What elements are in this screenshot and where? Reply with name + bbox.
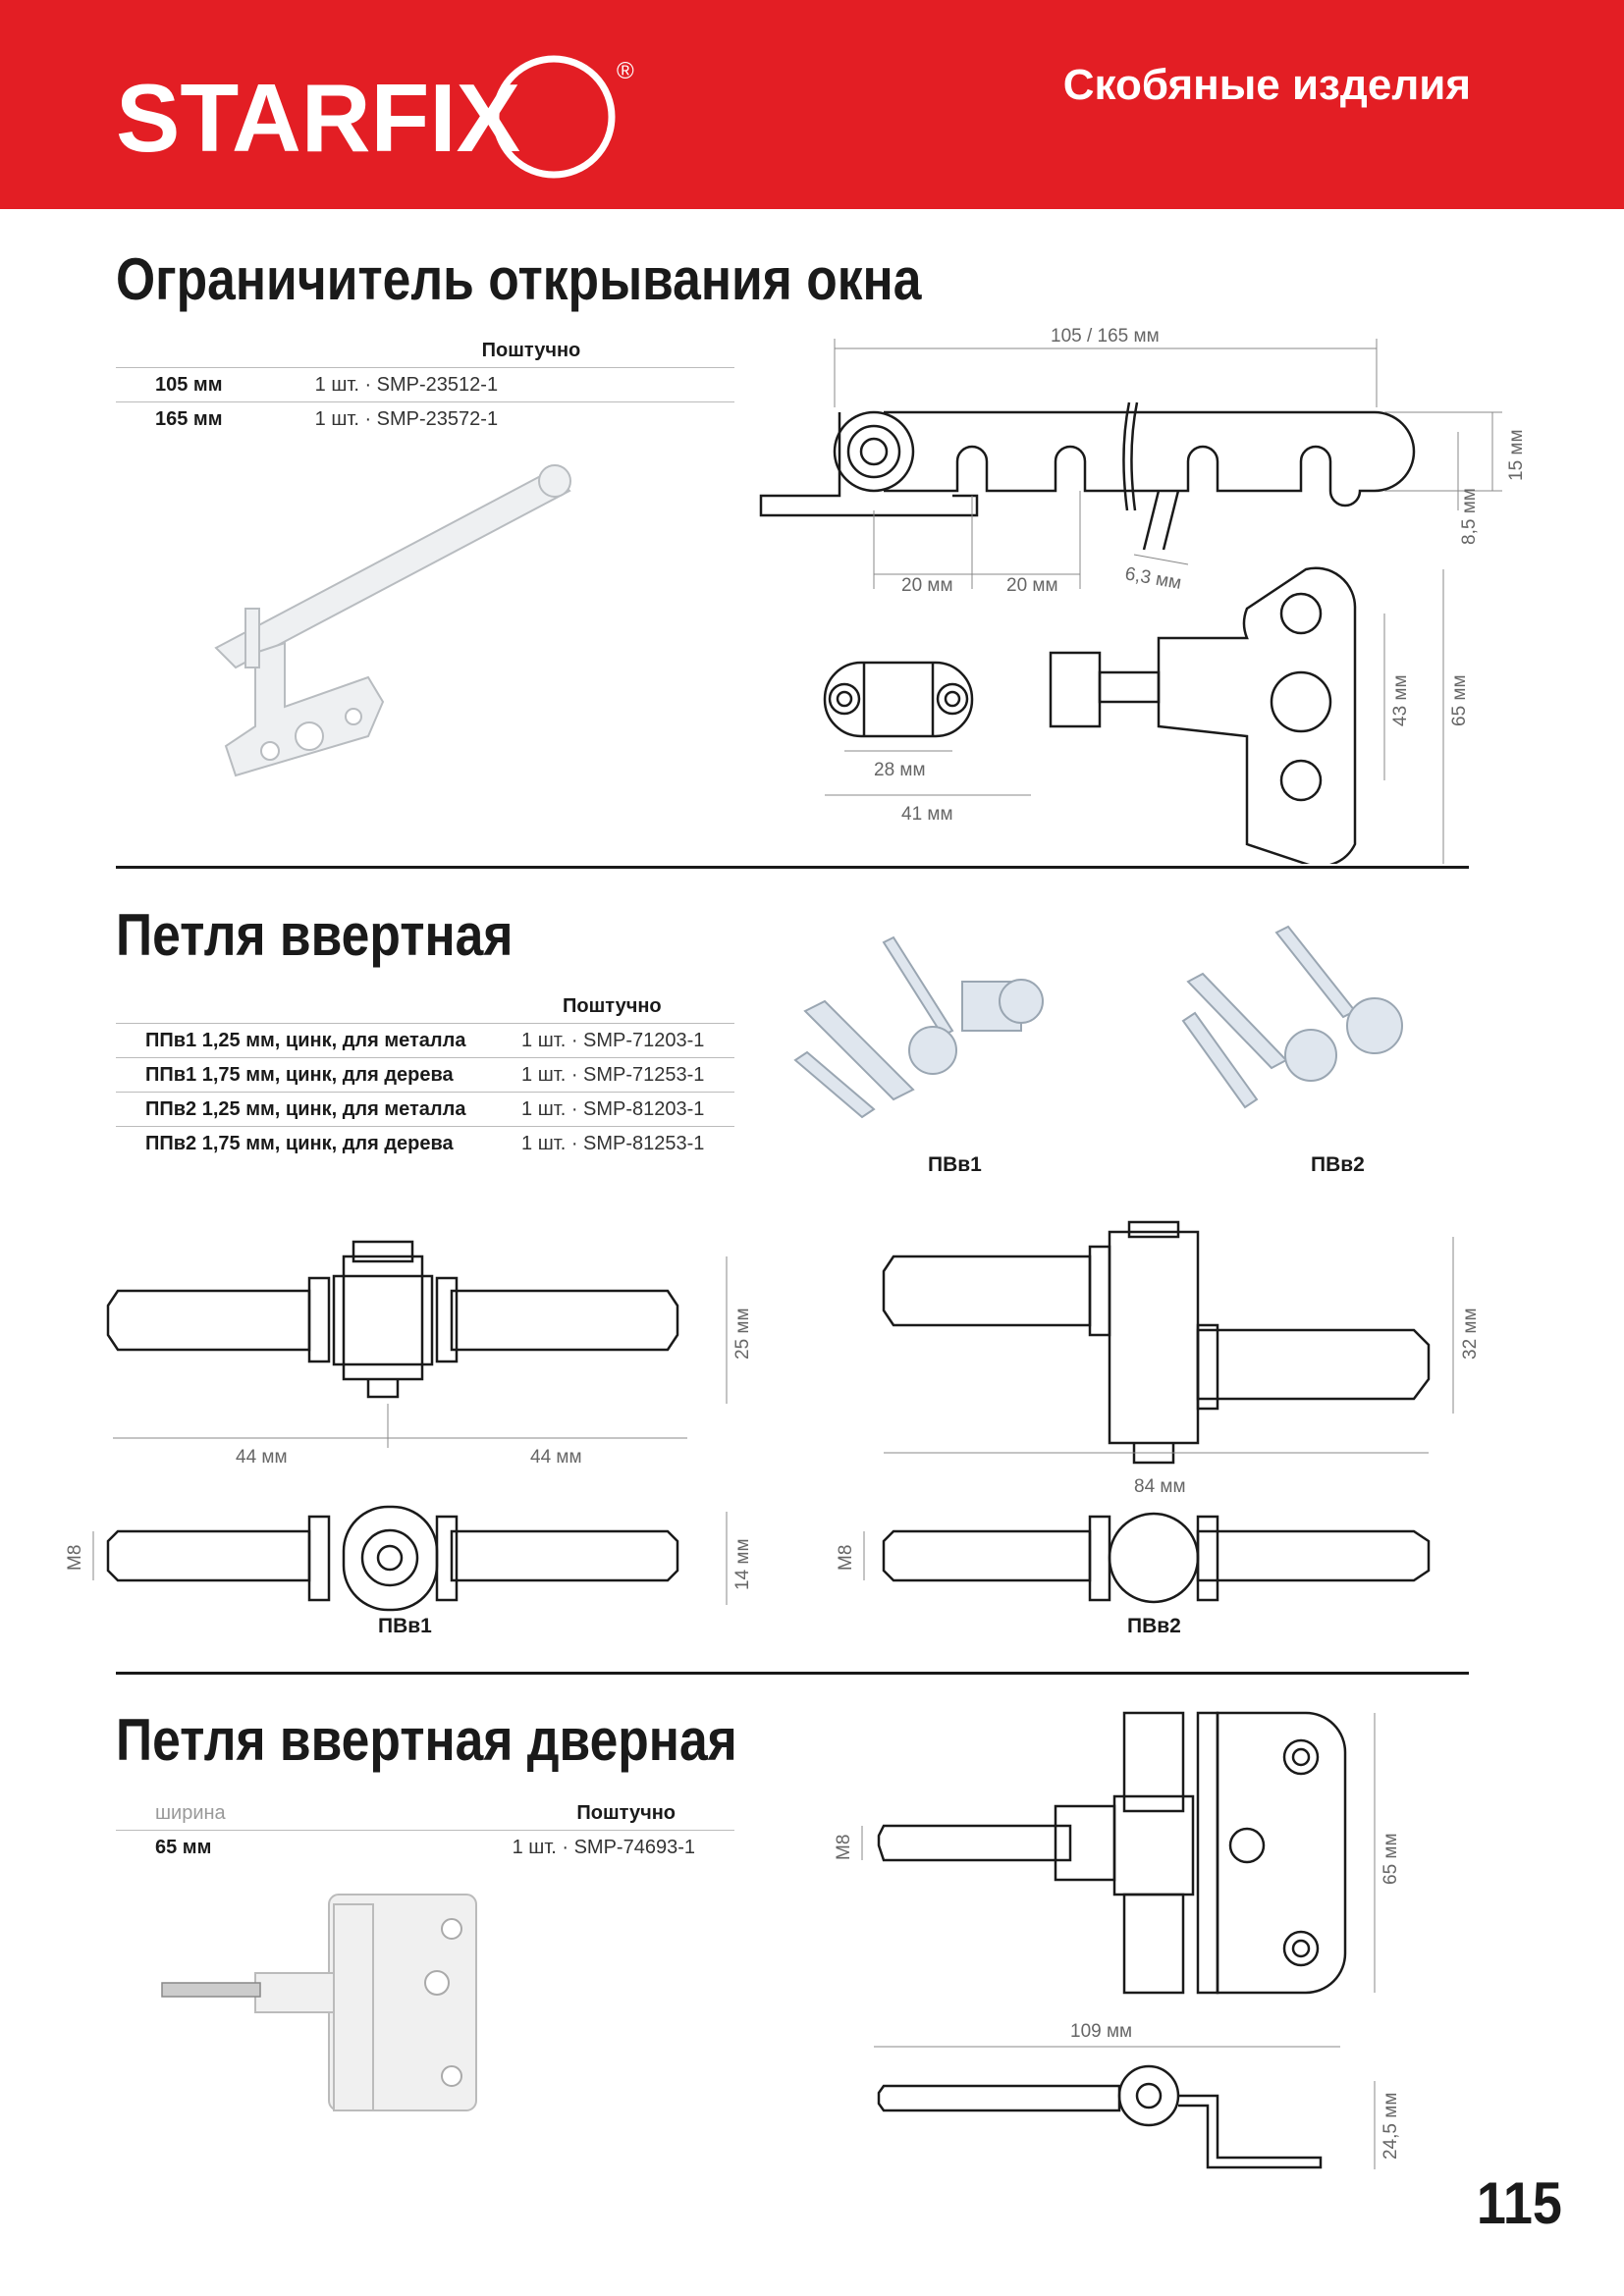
dim-85: 8,5 мм (1459, 488, 1480, 545)
dim-20b: 20 мм (1006, 575, 1058, 596)
limiter-photo (214, 464, 571, 777)
starfix-logo: STARFIX ® (116, 51, 636, 179)
hinge-drawings: 44 мм 44 мм 25 мм 32 мм 84 мм M8 M8 14 м… (65, 1220, 1481, 1612)
dim-25: 25 мм (732, 1308, 753, 1360)
dim-43: 43 мм (1390, 674, 1411, 726)
section-divider (116, 1672, 1469, 1675)
pvv2-photo (1181, 925, 1403, 1109)
dim-245: 24,5 мм (1380, 2093, 1401, 2160)
pvv1-photo-label: ПВв1 (928, 1153, 982, 1176)
dim-65-door: 65 мм (1380, 1833, 1401, 1885)
limiter-col-header: Поштучно (481, 339, 581, 361)
size-cell: 65 мм (116, 1830, 325, 1864)
dim-14: 14 мм (732, 1538, 753, 1590)
limiter-drawing: 105 / 165 мм 20 мм 20 мм 6,3 мм 15 мм 8,… (759, 326, 1527, 864)
section-divider (116, 866, 1469, 869)
dim-109: 109 мм (1070, 2021, 1132, 2042)
name-cell: ППв1 1,75 мм, цинк, для дерева (116, 1057, 514, 1093)
dim-15: 15 мм (1506, 429, 1527, 481)
page-header: STARFIX ® Скобяные изделия (0, 0, 1624, 209)
dim-84: 84 мм (1134, 1476, 1186, 1497)
door-hinge-table: ширина Поштучно 65 мм 1 шт. · SMP-74693-… (116, 1796, 734, 1864)
door-col-left: ширина (155, 1801, 226, 1824)
name-cell: ППв1 1,25 мм, цинк, для металла (116, 1023, 514, 1058)
size-cell: 105 мм (116, 367, 286, 402)
svg-text:®: ® (617, 58, 634, 84)
dim-28: 28 мм (874, 760, 926, 780)
dim-32: 32 мм (1460, 1308, 1481, 1360)
pack-cell: 1 шт. · SMP-81253-1 (514, 1126, 734, 1160)
pvv1-photo (793, 935, 1044, 1119)
dim-44a: 44 мм (236, 1447, 288, 1468)
pack-cell: 1 шт. · SMP-74693-1 (324, 1830, 734, 1864)
pack-cell: 1 шт. · SMP-71203-1 (514, 1023, 734, 1058)
dim-63: 6,3 мм (1123, 563, 1183, 594)
table-row: 65 мм 1 шт. · SMP-74693-1 (116, 1830, 734, 1864)
name-cell: ППв2 1,25 мм, цинк, для металла (116, 1092, 514, 1127)
dim-65: 65 мм (1449, 674, 1470, 726)
size-cell: 165 мм (116, 401, 286, 436)
name-cell: ППв2 1,75 мм, цинк, для дерева (116, 1126, 514, 1160)
pvv1-drawing-label: ПВв1 (378, 1615, 432, 1637)
dim-20a: 20 мм (901, 575, 953, 596)
door-hinge-drawing: M8 65 мм 109 мм 24,5 мм (834, 1711, 1401, 2169)
hinge-col-header: Поштучно (563, 994, 662, 1017)
page-number: 115 (1477, 2170, 1563, 2236)
section-title-limiter: Ограничитель открывания окна (116, 246, 922, 312)
table-row: 165 мм 1 шт. · SMP-23572-1 (116, 401, 734, 436)
door-col-header: Поштучно (576, 1801, 676, 1824)
table-row: 105 мм 1 шт. · SMP-23512-1 (116, 367, 734, 402)
section-title-hinge: Петля ввертная (116, 902, 514, 968)
pack-cell: 1 шт. · SMP-81203-1 (514, 1092, 734, 1127)
pvv2-photo-label: ПВв2 (1311, 1153, 1365, 1176)
category-title: Скобяные изделия (1062, 61, 1471, 109)
dim-m8b: M8 (836, 1545, 856, 1571)
pack-cell: 1 шт. · SMP-23512-1 (285, 367, 734, 402)
door-hinge-photo (161, 1894, 477, 2111)
limiter-table: Поштучно 105 мм 1 шт. · SMP-23512-1 165 … (116, 334, 734, 436)
dim-41: 41 мм (901, 804, 953, 825)
pack-cell: 1 шт. · SMP-23572-1 (285, 401, 734, 436)
section-title-door-hinge: Петля ввертная дверная (116, 1707, 737, 1773)
dim-m8a: M8 (65, 1545, 85, 1571)
dim-44b: 44 мм (530, 1447, 582, 1468)
hinge-table: Поштучно ППв1 1,25 мм, цинк, для металла… (116, 989, 734, 1160)
pack-cell: 1 шт. · SMP-71253-1 (514, 1057, 734, 1093)
pvv2-drawing-label: ПВв2 (1127, 1615, 1181, 1637)
dim-m8-door: M8 (834, 1835, 854, 1860)
dim-length: 105 / 165 мм (1051, 326, 1160, 347)
svg-text:STARFIX: STARFIX (116, 64, 520, 172)
